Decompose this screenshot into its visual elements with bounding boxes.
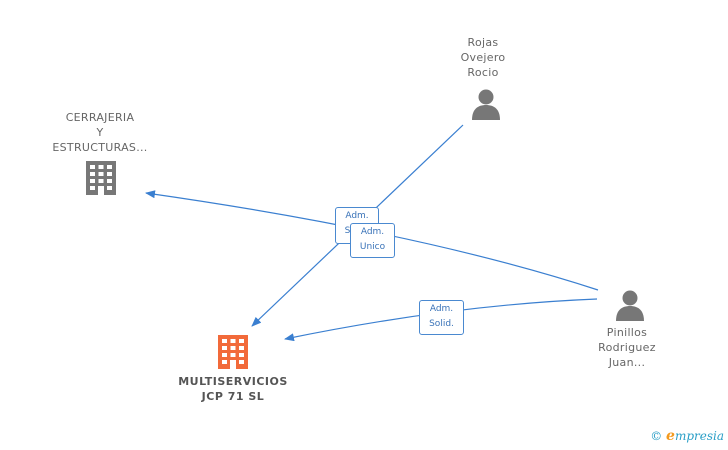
node-label-cerrajeria: CERRAJERIA Y ESTRUCTURAS... (52, 111, 148, 154)
person-icon[interactable] (470, 89, 502, 120)
brand-watermark: © empresia (650, 428, 724, 444)
node-label-multiservicios: MULTISERVICIOS JCP 71 SL (178, 375, 288, 403)
building-icon[interactable] (85, 160, 117, 196)
brand-logo-initial: e (666, 428, 675, 444)
edge-pinillos-to-cerrajeria (145, 190, 599, 291)
node-label-rojas: Rojas Ovejero Rocio (460, 36, 506, 79)
building-icon[interactable] (217, 334, 249, 370)
person-icon[interactable] (614, 290, 646, 321)
brand-logo-text: mpresia (674, 429, 724, 443)
edge-label-adm-solid-pinillos[interactable]: Adm. Solid. (419, 300, 464, 335)
copyright-icon: © (650, 429, 663, 443)
node-label-pinillos: Pinillos Rodriguez Juan... (598, 326, 656, 369)
edge-label-adm-unico[interactable]: Adm. Unico (350, 223, 395, 258)
